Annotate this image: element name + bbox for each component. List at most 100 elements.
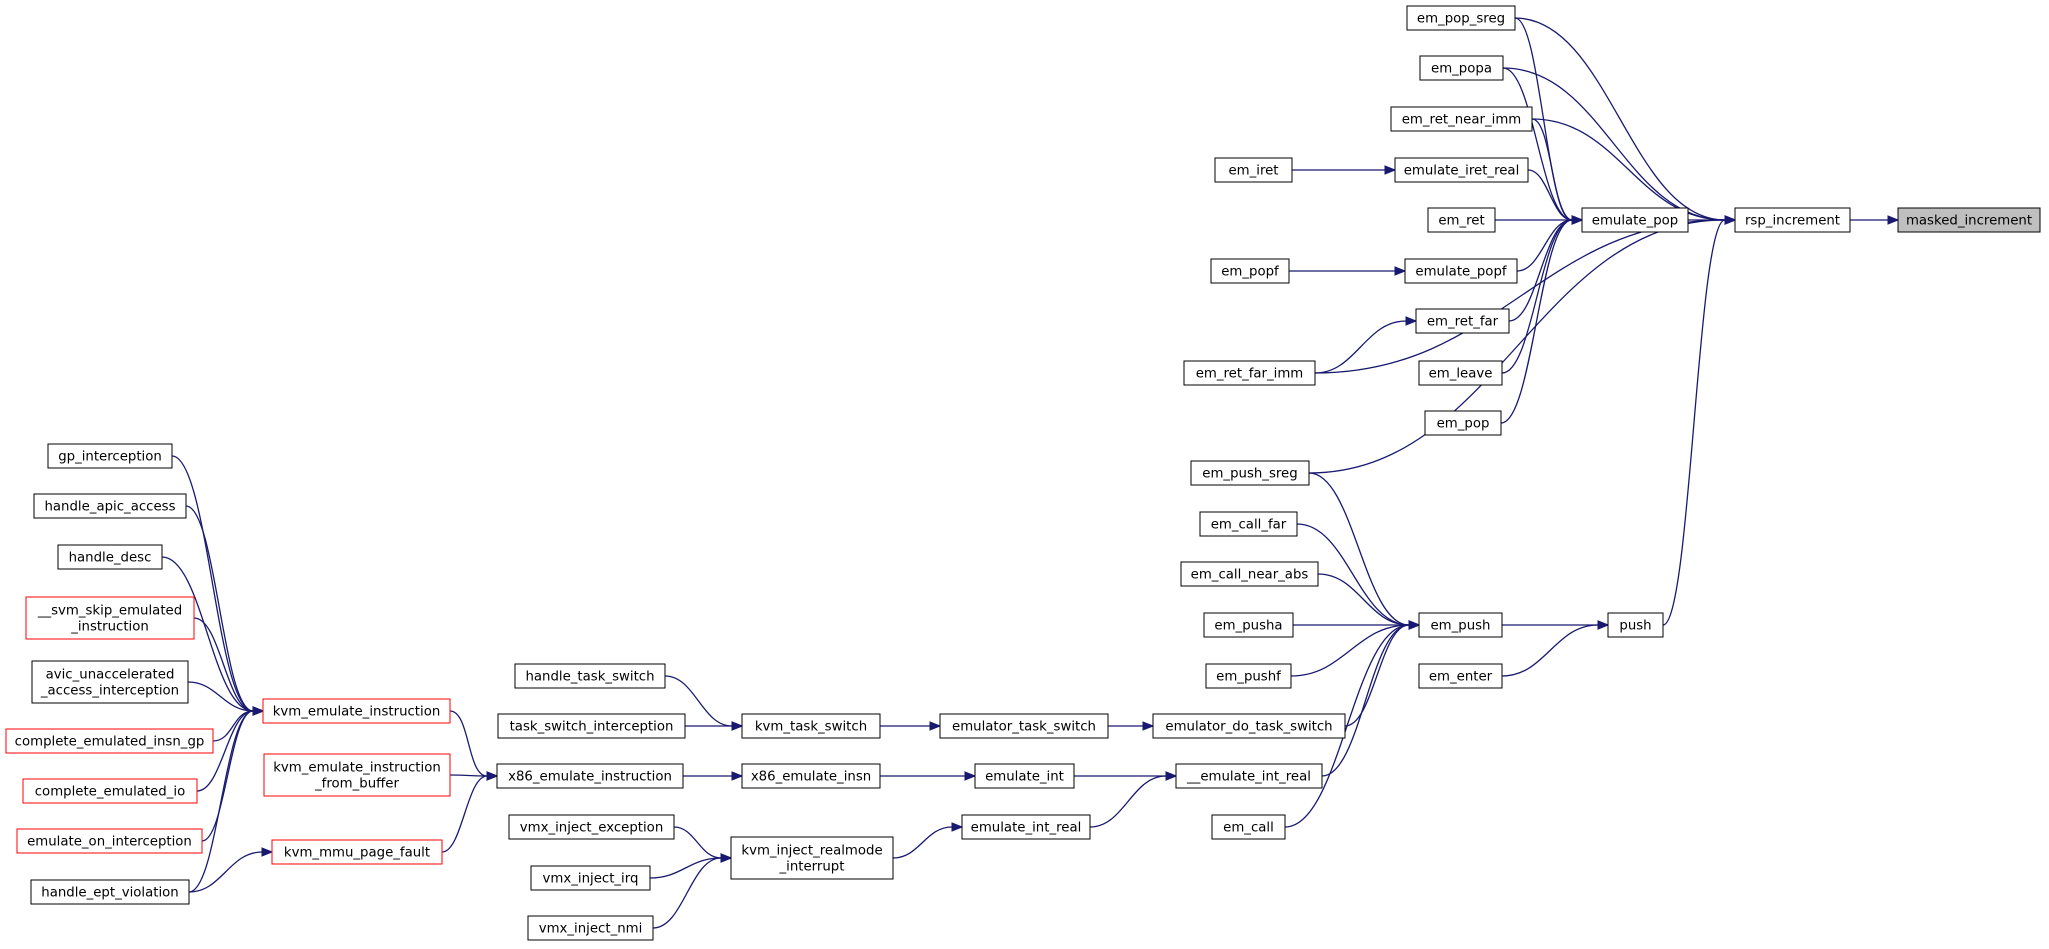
node-box xyxy=(1419,55,1504,81)
node-em-iret[interactable]: em_iret xyxy=(1214,157,1293,183)
node-em-ret-near-imm[interactable]: em_ret_near_imm xyxy=(1390,106,1533,132)
node-box xyxy=(31,660,189,704)
node-task-switch-interception[interactable]: task_switch_interception xyxy=(497,713,686,739)
node-vmx-inject-exception[interactable]: vmx_inject_exception xyxy=(508,814,675,840)
node-emulate-int-real[interactable]: emulate_int_real xyxy=(961,814,1091,840)
node-label: em_pushf xyxy=(1216,670,1281,685)
node-handle-apic-access[interactable]: handle_apic_access xyxy=(33,493,187,519)
node-vmx-inject-irq[interactable]: vmx_inject_irq xyxy=(530,865,651,891)
node-label: vmx_inject_irq xyxy=(543,872,639,887)
node-emulate-pop[interactable]: emulate_pop xyxy=(1581,207,1689,233)
node-label: em_ret_far_imm xyxy=(1196,367,1304,382)
node-emulate-iret-real[interactable]: emulate_iret_real xyxy=(1394,157,1529,183)
node-kvm-task-switch[interactable]: kvm_task_switch xyxy=(741,713,881,739)
node-box xyxy=(730,836,894,880)
node-em-pushf[interactable]: em_pushf xyxy=(1205,663,1292,689)
node-em-pusha[interactable]: em_pusha xyxy=(1203,612,1294,638)
node-em-push-sreg[interactable]: em_push_sreg xyxy=(1190,460,1310,486)
node-em-pop[interactable]: em_pop xyxy=(1424,410,1502,436)
node-avic-unaccelerated-access-interception[interactable]: avic_unaccelerated_access_interception xyxy=(31,660,189,704)
node-label: em_push_sreg xyxy=(1202,467,1297,482)
node-em-call[interactable]: em_call xyxy=(1211,814,1286,840)
node-label: em_call xyxy=(1223,821,1274,836)
node-label: kvm_mmu_page_fault xyxy=(284,846,430,861)
node-em-popf[interactable]: em_popf xyxy=(1210,258,1290,284)
node-em-popa[interactable]: em_popa xyxy=(1419,55,1504,81)
arrowhead-icon xyxy=(1142,721,1155,731)
nodes-layer: masked_increment rsp_increment emulate_pop… xyxy=(5,5,2041,941)
node-box xyxy=(1415,308,1510,334)
edge-emulate-iret-real-to-emulate-pop xyxy=(1527,169,1573,221)
arrowhead-icon xyxy=(1408,620,1421,630)
edge-em-ret-near-imm-to-rsp-increment xyxy=(1531,118,1726,221)
node-kvm-emulate-instruction[interactable]: kvm_emulate_instruction xyxy=(262,698,451,724)
node-emulate-popf[interactable]: emulate_popf xyxy=(1404,258,1518,284)
edge-kvm-mmu-page-fault-to-x86-emulate-instruction xyxy=(441,775,488,853)
node-gp-interception[interactable]: gp_interception xyxy=(47,443,173,469)
node-x86-emulate-instruction[interactable]: x86_emulate_instruction xyxy=(496,763,684,789)
node-emulate-on-interception[interactable]: emulate_on_interception xyxy=(16,828,203,854)
node-em-leave[interactable]: em_leave xyxy=(1418,360,1503,386)
node-label: emulator_task_switch xyxy=(952,720,1096,735)
edge-em-call-to-em-push xyxy=(1284,624,1410,828)
node-emulate-int[interactable]: emulate_int xyxy=(974,763,1075,789)
node-em-enter[interactable]: em_enter xyxy=(1418,663,1503,689)
node-svm-skip-emulated-instruction[interactable]: __svm_skip_emulated_instruction xyxy=(25,596,195,640)
node-em-call-far[interactable]: em_call_far xyxy=(1199,511,1298,537)
node-label: masked_increment xyxy=(1906,214,2032,229)
node-handle-desc[interactable]: handle_desc xyxy=(57,544,163,570)
node-box xyxy=(1211,814,1286,840)
node-emulator-task-switch[interactable]: emulator_task_switch xyxy=(939,713,1109,739)
node-box xyxy=(1404,258,1518,284)
arrowhead-icon xyxy=(1394,266,1407,276)
node-em-push[interactable]: em_push xyxy=(1418,612,1503,638)
node-box xyxy=(961,814,1091,840)
arrowhead-icon xyxy=(731,721,744,731)
node-box xyxy=(25,596,195,640)
node-box xyxy=(47,443,173,469)
node-em-call-near-abs[interactable]: em_call_near_abs xyxy=(1180,561,1319,587)
node-em-ret-far-imm[interactable]: em_ret_far_imm xyxy=(1183,360,1316,386)
node-label: em_leave xyxy=(1429,367,1493,382)
edge-handle-task-switch-to-kvm-task-switch xyxy=(664,675,733,727)
node-em-pop-sreg[interactable]: em_pop_sreg xyxy=(1406,5,1516,31)
edge-kvm-emulate-instruction-from-buffer-to-x86-emulate-instruction xyxy=(449,774,488,777)
node-emulate-int-real[interactable]: __emulate_int_real xyxy=(1175,763,1323,789)
node-handle-task-switch[interactable]: handle_task_switch xyxy=(514,663,666,689)
node-kvm-inject-realmode-interrupt[interactable]: kvm_inject_realmode_interrupt xyxy=(730,836,894,880)
node-kvm-emulate-instruction-from-buffer[interactable]: kvm_emulate_instruction_from_buffer xyxy=(263,753,451,797)
node-handle-ept-violation[interactable]: handle_ept_violation xyxy=(30,879,190,905)
node-label: emulate_pop xyxy=(1592,214,1678,229)
node-label: emulate_int_real xyxy=(971,821,1082,836)
node-kvm-mmu-page-fault[interactable]: kvm_mmu_page_fault xyxy=(271,839,443,865)
node-label: em_push xyxy=(1430,619,1490,634)
node-x86-emulate-insn[interactable]: x86_emulate_insn xyxy=(741,763,881,789)
arrowhead-icon xyxy=(1571,215,1584,225)
edge-em-ret-far-imm-to-em-ret-far xyxy=(1314,320,1407,374)
node-rsp-increment[interactable]: rsp_increment xyxy=(1734,207,1851,233)
arrowhead-icon xyxy=(1597,620,1610,630)
node-em-ret[interactable]: em_ret xyxy=(1427,207,1496,233)
node-label: task_switch_interception xyxy=(510,720,674,735)
node-label: em_enter xyxy=(1429,670,1493,685)
node-label: handle_apic_access xyxy=(44,500,175,515)
node-em-ret-far[interactable]: em_ret_far xyxy=(1415,308,1510,334)
node-masked-increment[interactable]: masked_increment xyxy=(1897,207,2041,233)
node-label: em_call_near_abs xyxy=(1191,568,1309,583)
node-label: handle_desc xyxy=(69,551,152,566)
node-vmx-inject-nmi[interactable]: vmx_inject_nmi xyxy=(527,915,654,941)
node-box xyxy=(1734,207,1851,233)
node-push[interactable]: push xyxy=(1607,612,1664,638)
node-emulator-do-task-switch[interactable]: emulator_do_task_switch xyxy=(1152,713,1346,739)
arrowhead-icon xyxy=(951,822,964,832)
edge-push-to-rsp-increment xyxy=(1662,219,1726,626)
node-box xyxy=(1418,663,1503,689)
edge-handle-desc-to-kvm-emulate-instruction xyxy=(161,556,254,712)
node-box xyxy=(508,814,675,840)
node-box xyxy=(1418,612,1503,638)
node-label: em_pop xyxy=(1437,417,1490,432)
node-label: em_popf xyxy=(1221,265,1279,280)
node-complete-emulated-insn-gp[interactable]: complete_emulated_insn_gp xyxy=(5,728,214,754)
edge-complete-emulated-io-to-kvm-emulate-instruction xyxy=(196,710,254,792)
node-complete-emulated-io[interactable]: complete_emulated_io xyxy=(22,778,198,804)
